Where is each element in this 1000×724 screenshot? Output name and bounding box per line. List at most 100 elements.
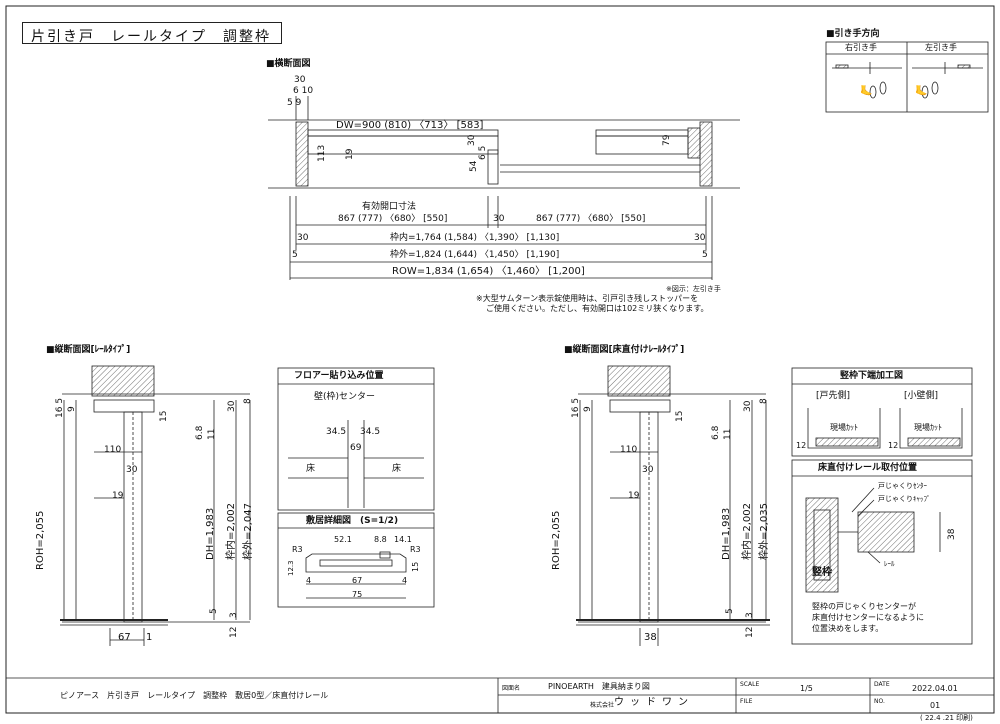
dim: 12 <box>888 441 899 450</box>
dim: 15 <box>675 410 685 422</box>
dim: 4 <box>306 576 312 585</box>
dim: 5 <box>702 250 708 260</box>
dim: 8.8 <box>374 535 387 544</box>
scale-label: SCALE <box>740 681 760 688</box>
roh-dimension: ROH=2,055 <box>35 510 46 570</box>
date-value: 2022.04.01 <box>912 684 958 693</box>
footprint-right-icon: 🦶 <box>860 86 873 97</box>
dim: 34.5 <box>326 427 347 437</box>
dim: 34.5 <box>360 427 381 437</box>
dim: 69 <box>350 443 362 453</box>
dim: 16 5 <box>55 397 65 418</box>
dim: 11 <box>723 428 733 440</box>
bottom-proc-heading: 竪枠下端加工図 <box>840 371 904 381</box>
vleft-heading: ■縦断面図[ﾚｰﾙﾀｲﾌﾟ] <box>46 345 131 355</box>
dim: 30 <box>227 400 237 412</box>
rail-note: 位置決めをします。 <box>812 624 884 633</box>
dim: 15 <box>411 561 420 572</box>
hand-left-label: 左引き手 <box>925 43 957 52</box>
dim: 5 <box>292 250 298 260</box>
dim: R3 <box>292 545 303 554</box>
dim: 6.8 <box>195 425 205 440</box>
no-value: 01 <box>930 701 941 710</box>
name-label: 図面名 <box>502 685 521 692</box>
dim: 11 <box>207 428 217 440</box>
outer-height: 枠外=2,047 <box>243 502 254 560</box>
inner-width: 枠内=1,764 (1,584) 〈1,390〉 [1,130] <box>390 233 560 243</box>
outer-height: 枠外=2,035 <box>759 502 770 560</box>
file-label: FILE <box>740 698 753 705</box>
dim: 30 <box>294 75 306 85</box>
dim: 3 <box>745 612 755 618</box>
dim: 38 <box>947 528 957 540</box>
floor-label-right: 床 <box>392 464 402 474</box>
inner-height: 枠内=2,002 <box>742 502 753 560</box>
dim: 9 <box>583 406 593 412</box>
printed-date: ( 22.4 .21 印刷) <box>920 714 973 722</box>
dim: 6 5 <box>478 145 488 160</box>
dim: 5 <box>209 608 219 614</box>
drawing-title: 片引き戸 レールタイプ 調整枠 <box>22 22 282 45</box>
sill-heading: 敷居詳細図 (S=1/2) <box>306 516 399 526</box>
dim: 67 <box>118 632 131 643</box>
note: ※図示：左引き手 <box>666 285 721 293</box>
dim: 3 <box>229 612 239 618</box>
opening-label: 有効開口寸法 <box>362 202 417 212</box>
dim: 6 10 <box>293 86 314 96</box>
cut-label: 現場ｶｯﾄ <box>830 423 858 432</box>
footprint-left-icon: 🦶 <box>915 86 928 97</box>
dim: 16 5 <box>571 397 581 418</box>
dim: 19 <box>112 491 124 501</box>
date-label: DATE <box>874 681 890 688</box>
dim: 30 <box>743 400 753 412</box>
company-label: 株式会社 <box>590 702 615 709</box>
dim: 110 <box>620 445 638 455</box>
dim: 6.8 <box>711 425 721 440</box>
front-side-label: [戸先側] <box>816 391 851 401</box>
horizontal-heading: ■横断面図 <box>266 59 311 69</box>
floor-center: 壁(枠)センター <box>314 392 376 402</box>
dim: 52.1 <box>334 535 352 544</box>
note: ※大型サムターン表示錠使用時は、引戸引き残しストッパーを <box>476 294 699 303</box>
dim: 110 <box>104 445 122 455</box>
cut-label: 現場ｶｯﾄ <box>914 423 942 432</box>
dim: 8 <box>243 398 253 404</box>
dim: 12 <box>796 441 807 450</box>
rail-cap-label: 戸じゃくりｷｬｯﾌﾟ <box>878 495 931 503</box>
dim-left: 867 (777) 〈680〉 [550] <box>338 214 448 224</box>
dim: 12.3 <box>287 560 295 576</box>
hand-right-label: 右引き手 <box>845 43 877 52</box>
outer-width: 枠外=1,824 (1,644) 〈1,450〉 [1,190] <box>390 250 560 260</box>
dim: 15 <box>159 410 169 422</box>
inner-height: 枠内=2,002 <box>226 502 237 560</box>
dim: 14.1 <box>394 535 412 544</box>
dim: 1 <box>146 632 153 643</box>
dim: 12 <box>229 626 239 638</box>
rail-note: 床直付けセンターになるように <box>812 613 924 622</box>
vright-heading: ■縦断面図[床直付けﾚｰﾙﾀｲﾌﾟ] <box>564 345 685 355</box>
dim: 30 <box>642 465 654 475</box>
dim: 5 9 <box>287 98 302 108</box>
rail-label: ﾚｰﾙ <box>884 560 895 568</box>
row-width: ROW=1,834 (1,654) 〈1,460〉 [1,200] <box>392 266 585 277</box>
dim: 19 <box>628 491 640 501</box>
dh-dimension: DH=1,983 <box>205 507 216 560</box>
drawing-description: ピノアース 片引き戸 レールタイプ 調整枠 敷居0型／床直付けレール <box>60 691 329 700</box>
dim: 12 <box>745 626 755 638</box>
wall-side-label: [小壁側] <box>904 391 939 401</box>
dh-dimension: DH=1,983 <box>721 507 732 560</box>
dim: 30 <box>126 465 138 475</box>
tatewaku-label: 竪枠 <box>812 567 832 578</box>
dim: 19 <box>345 148 355 160</box>
roh-dimension: ROH=2,055 <box>551 510 562 570</box>
dw-dimension: DW=900 (810) 〈713〉 [583] <box>336 120 484 131</box>
dim: 8 <box>759 398 769 404</box>
dim-right: 867 (777) 〈680〉 [550] <box>536 214 646 224</box>
dim: 67 <box>352 576 363 585</box>
dim: 38 <box>644 632 657 643</box>
dim: 30 <box>467 134 477 146</box>
dim: 9 <box>67 406 77 412</box>
dim: 30 <box>297 233 309 243</box>
note: ご使用ください。ただし、有効開口は102ミリ狭くなります。 <box>486 304 709 313</box>
